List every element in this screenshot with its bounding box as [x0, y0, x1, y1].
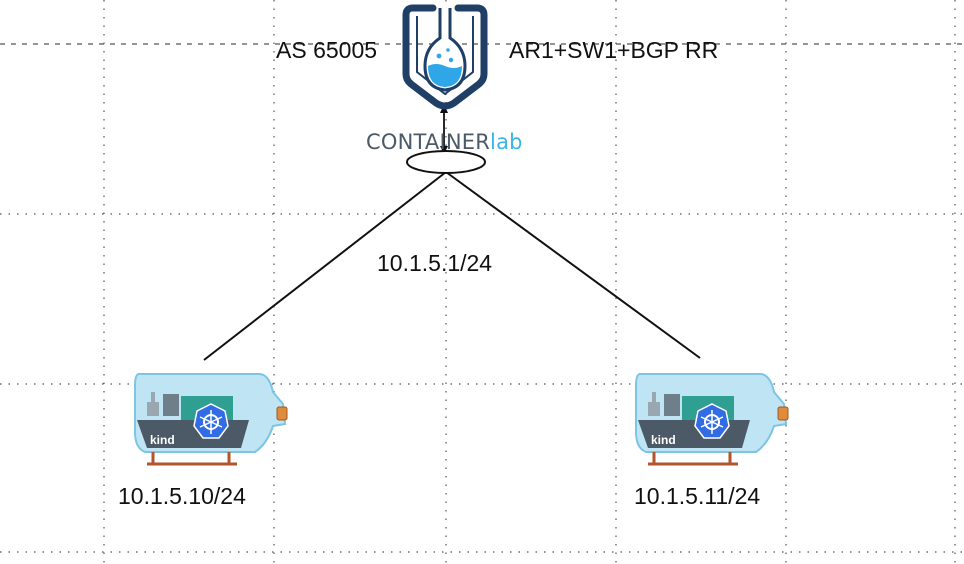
brand-container-text: CONTAINER: [366, 130, 491, 154]
link-right[interactable]: [445, 171, 701, 359]
containerlab-flask-icon[interactable]: [402, 4, 488, 110]
subnet-label: 10.1.5.1/24: [377, 250, 493, 276]
kind-bottle-icon-left[interactable]: [134, 373, 288, 466]
kind-badge-right: kind: [651, 433, 676, 447]
node-left-ip-label: 10.1.5.10/24: [118, 483, 246, 509]
router-role-label: AR1+SW1+BGP RR: [509, 37, 719, 63]
kubernetes-icon: [694, 403, 730, 439]
as-number-label: AS 65005: [276, 37, 378, 63]
kubernetes-icon: [193, 403, 229, 439]
kind-badge-left: kind: [150, 433, 175, 447]
containerlab-wordmark: CONTAINERlab: [366, 129, 523, 155]
link-left[interactable]: [203, 171, 447, 361]
node-right-ip-label: 10.1.5.11/24: [634, 483, 761, 509]
switch-ellipse[interactable]: [406, 150, 486, 174]
kind-bottle-icon-right[interactable]: [635, 373, 789, 466]
brand-lab-text: lab: [490, 130, 523, 154]
